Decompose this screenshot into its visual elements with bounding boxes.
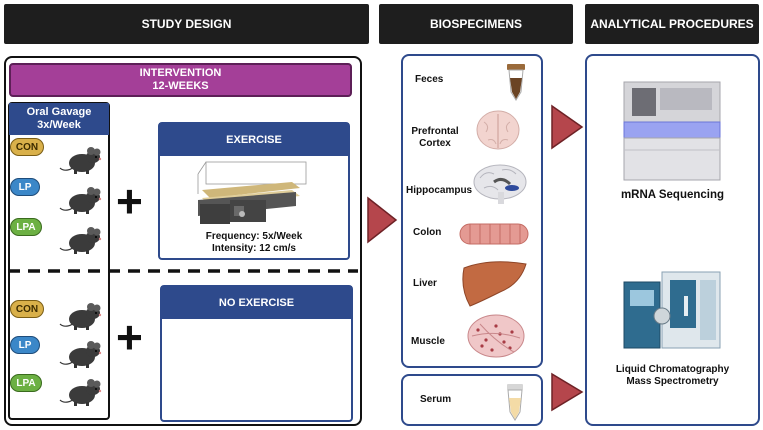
analysis-lc-line1: Liquid Chromatography	[615, 364, 730, 375]
specimen-feces: Feces	[415, 74, 444, 85]
analytical-panel	[585, 54, 760, 426]
hippocampus-icon	[473, 164, 527, 204]
header-analytical-procedures: ANALYTICAL PROCEDURES	[585, 4, 759, 44]
specimen-colon: Colon	[413, 227, 442, 238]
specimen-prefrontal-cortex: Prefrontal Cortex	[411, 126, 459, 149]
header-study-design: STUDY DESIGN	[4, 4, 369, 44]
mouse-icon	[59, 302, 102, 331]
feces-tube-icon	[507, 64, 525, 101]
exercise-title: EXERCISE	[159, 123, 349, 156]
sequencer-icon	[623, 81, 721, 181]
header-biospecimens: BIOSPECIMENS	[379, 4, 573, 44]
liver-icon	[462, 261, 527, 307]
specimen-hippocampus: Hippocampus	[406, 185, 473, 196]
group-pill-lp-bottom: LP	[10, 336, 40, 354]
specimen-serum: Serum	[420, 394, 452, 405]
mouse-icon	[59, 340, 102, 369]
muscle-icon	[467, 314, 525, 358]
biospecimens-panel	[401, 54, 543, 368]
prefrontal-cortex-icon	[476, 110, 520, 150]
no-exercise-title: NO EXERCISE	[161, 286, 352, 319]
group-pill-lpa-bottom: LPA	[10, 374, 42, 392]
plus-sign-top: +	[116, 175, 143, 227]
mouse-icon	[59, 226, 102, 255]
mice-group	[59, 146, 102, 407]
colon-icon	[459, 223, 529, 245]
gavage-label: Oral Gavage	[26, 106, 92, 118]
intervention-banner: INTERVENTION 12-WEEKS	[9, 63, 352, 97]
intervention-duration: 12-WEEKS	[152, 80, 209, 92]
intervention-title: INTERVENTION	[139, 67, 222, 79]
specimen-muscle: Muscle	[411, 336, 445, 347]
arrow-to-biospecimens	[367, 196, 398, 244]
arrow-to-mrna	[551, 104, 584, 150]
mouse-icon	[59, 378, 102, 407]
analysis-mrna-sequencing: mRNA Sequencing	[620, 189, 725, 201]
gavage-frequency: 3x/Week	[37, 119, 81, 131]
oral-gavage-header: Oral Gavage 3x/Week	[9, 103, 109, 135]
group-pill-lp-top: LP	[10, 178, 40, 196]
mouse-icon	[59, 186, 102, 215]
serum-tube-icon	[507, 384, 523, 421]
group-divider	[8, 269, 358, 273]
arrow-to-lcms	[551, 372, 584, 412]
plus-sign-bottom: +	[116, 311, 143, 363]
exercise-frequency: Frequency: 5x/Week	[205, 231, 303, 242]
treadmill-icon	[197, 161, 307, 224]
group-pill-con-bottom: CON	[10, 300, 44, 318]
specimen-liver: Liver	[413, 278, 437, 289]
mouse-icon	[59, 146, 102, 175]
mass-spectrometer-icon	[623, 271, 721, 349]
group-pill-con-top: CON	[10, 138, 44, 156]
group-pill-lpa-top: LPA	[10, 218, 42, 236]
exercise-intensity: Intensity: 12 cm/s	[212, 243, 296, 254]
analysis-lc-line2: Mass Spectrometry	[626, 376, 719, 387]
